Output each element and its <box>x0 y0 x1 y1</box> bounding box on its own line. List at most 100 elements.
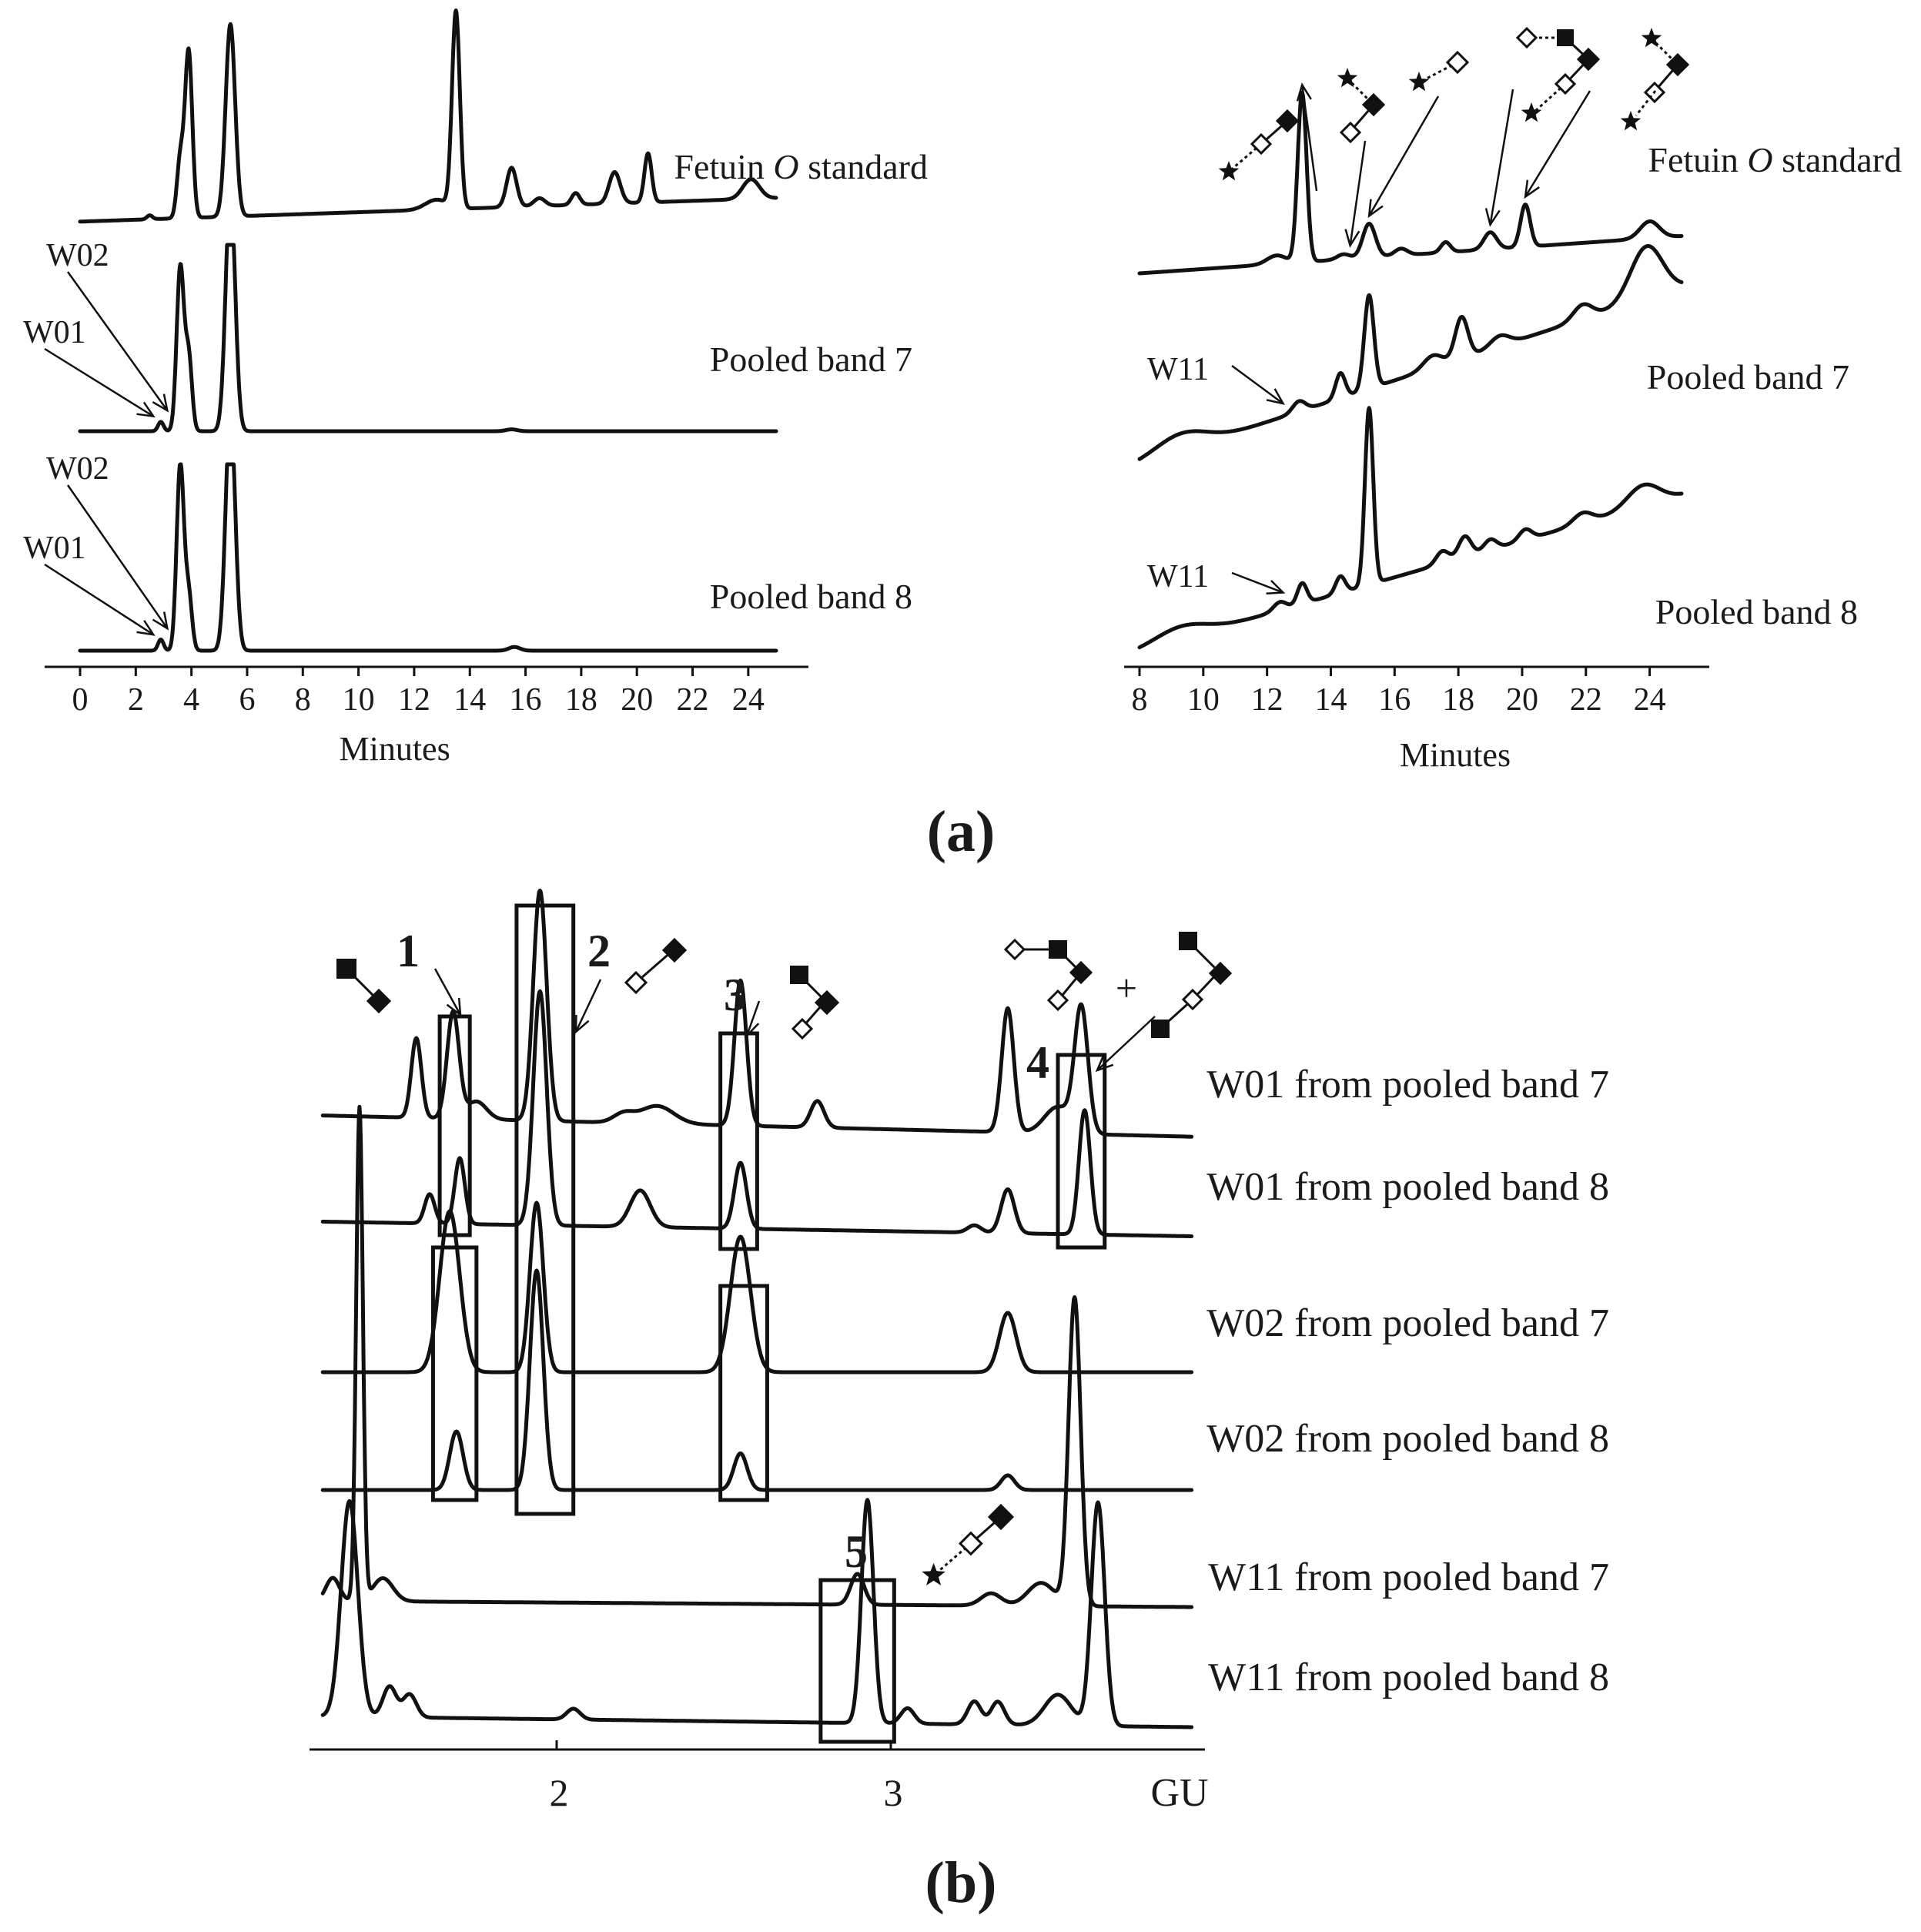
sialic-acid-star-icon <box>1218 161 1240 181</box>
sialic-acid-star-icon <box>922 1562 945 1585</box>
box-arrow <box>433 968 462 1016</box>
series-label-part: standard <box>1773 140 1902 179</box>
x-tick-label: 24 <box>1634 682 1666 718</box>
sialic-acid-star-icon <box>1337 68 1358 88</box>
box-arrow <box>574 979 602 1033</box>
galactose-diamond-icon <box>1554 72 1577 95</box>
annotation-arrow <box>1231 571 1283 594</box>
glycan-arrow <box>1349 140 1367 246</box>
series-label: W11 from pooled band 7 <box>1208 1555 1609 1599</box>
glcnac-square-icon <box>1049 940 1067 959</box>
galnac-diamond-icon <box>1275 109 1300 133</box>
galnac-diamond-icon <box>1576 47 1601 72</box>
glycan-arrow-head <box>1484 208 1501 227</box>
x-tick-label: 16 <box>1378 682 1411 718</box>
series-label-part: Fetuin <box>1648 140 1747 179</box>
trace-line <box>1137 90 1684 276</box>
glycan-arrow <box>1489 89 1514 225</box>
galactose-diamond-icon <box>1515 26 1538 49</box>
series-label: W01 from pooled band 8 <box>1206 1165 1609 1209</box>
peak-box <box>430 1245 479 1502</box>
box-arrow <box>1096 1016 1156 1071</box>
x-tick-label: 14 <box>1314 682 1347 718</box>
sialic-acid-star-icon <box>1521 102 1542 122</box>
trace-line <box>320 1498 1194 1729</box>
x-tick-label: 8 <box>295 682 311 718</box>
galnac-diamond-icon <box>661 937 688 963</box>
trace-line <box>320 1104 1194 1609</box>
series-label-part: Fetuin <box>674 147 773 186</box>
glycan-linkage <box>1352 104 1375 129</box>
glycan-structure-icon <box>336 959 392 1014</box>
glycan-linkage <box>1656 64 1679 89</box>
glycan-structure-icon <box>1408 50 1470 92</box>
series-label: Fetuin O standard <box>674 147 928 186</box>
box-arrow-head <box>745 1018 760 1038</box>
series-label: Fetuin O standard <box>1648 140 1902 179</box>
box-arrow <box>745 1000 761 1036</box>
annotation-arrow <box>1231 364 1284 405</box>
glycan-structure-icon <box>922 1503 1015 1585</box>
plus-annotation: + <box>1116 966 1137 1010</box>
glycan-structure-icon <box>1641 28 1690 104</box>
x-tick-label: 20 <box>621 682 653 718</box>
box-arrow-head <box>574 1014 590 1034</box>
peak-box <box>718 1031 759 1251</box>
box-number-label: 2 <box>587 926 611 976</box>
x-tick-label: 12 <box>398 682 430 718</box>
peak-annotation: W02 <box>46 451 109 487</box>
peak-box <box>1056 1053 1107 1250</box>
galactose-diamond-icon <box>1445 50 1470 75</box>
trace-line <box>78 8 778 224</box>
x-tick-label: 24 <box>732 682 765 718</box>
glcnac-square-icon <box>1557 29 1574 46</box>
galactose-diamond-icon <box>791 1017 814 1040</box>
series-label: Pooled band 7 <box>1647 357 1849 397</box>
glcnac-square-icon <box>1179 932 1197 950</box>
x-tick-label: 4 <box>183 682 199 718</box>
x-tick-label: 8 <box>1132 682 1148 718</box>
trace-line <box>1137 406 1684 650</box>
peak-box <box>437 1014 472 1237</box>
glcnac-square-icon <box>790 966 808 984</box>
x-tick-label: 3 <box>884 1771 903 1814</box>
galnac-diamond-icon <box>1208 961 1233 986</box>
glycan-structure-icon <box>1337 68 1386 144</box>
x-axis-label: Minutes <box>339 730 450 768</box>
glycan-structure-icon <box>790 966 840 1040</box>
annotation-arrow-head <box>136 620 156 636</box>
glycan-structure-icon <box>1151 932 1233 1038</box>
x-tick-label: 12 <box>1251 682 1283 718</box>
galactose-diamond-icon <box>958 1531 983 1556</box>
series-label: W02 from pooled band 7 <box>1206 1301 1609 1345</box>
galactose-diamond-icon <box>624 970 648 995</box>
series-label: W11 from pooled band 8 <box>1208 1656 1609 1699</box>
galactose-diamond-icon <box>1250 132 1273 156</box>
series-label: W02 from pooled band 8 <box>1206 1417 1609 1461</box>
x-tick-label: 18 <box>1442 682 1474 718</box>
box-number-label: 1 <box>397 926 420 976</box>
trace-line <box>320 1268 1194 1492</box>
box-number-label: 3 <box>724 969 747 1020</box>
galnac-diamond-icon <box>814 989 840 1016</box>
peak-annotation: W11 <box>1147 559 1209 594</box>
panel-b-label: (b) <box>925 1850 997 1915</box>
glycan-arrow-head <box>1524 179 1540 199</box>
box-arrow-head <box>1095 1054 1114 1073</box>
trace-line <box>320 1200 1194 1374</box>
trace-line <box>1137 244 1684 461</box>
glcnac-square-icon <box>336 959 356 979</box>
x-tick-label: 10 <box>1187 682 1220 718</box>
peak-annotation: W02 <box>46 238 109 273</box>
peak-annotation: W11 <box>1147 352 1209 387</box>
x-tick-label: 2 <box>128 682 144 718</box>
annotation-arrow-head <box>136 401 156 418</box>
glycan-linkage <box>1650 37 1676 63</box>
galactose-diamond-icon <box>1003 938 1026 961</box>
glycan-arrow <box>1300 84 1318 192</box>
glycan-linkage <box>1346 77 1372 103</box>
galactose-diamond-icon <box>1181 988 1204 1011</box>
